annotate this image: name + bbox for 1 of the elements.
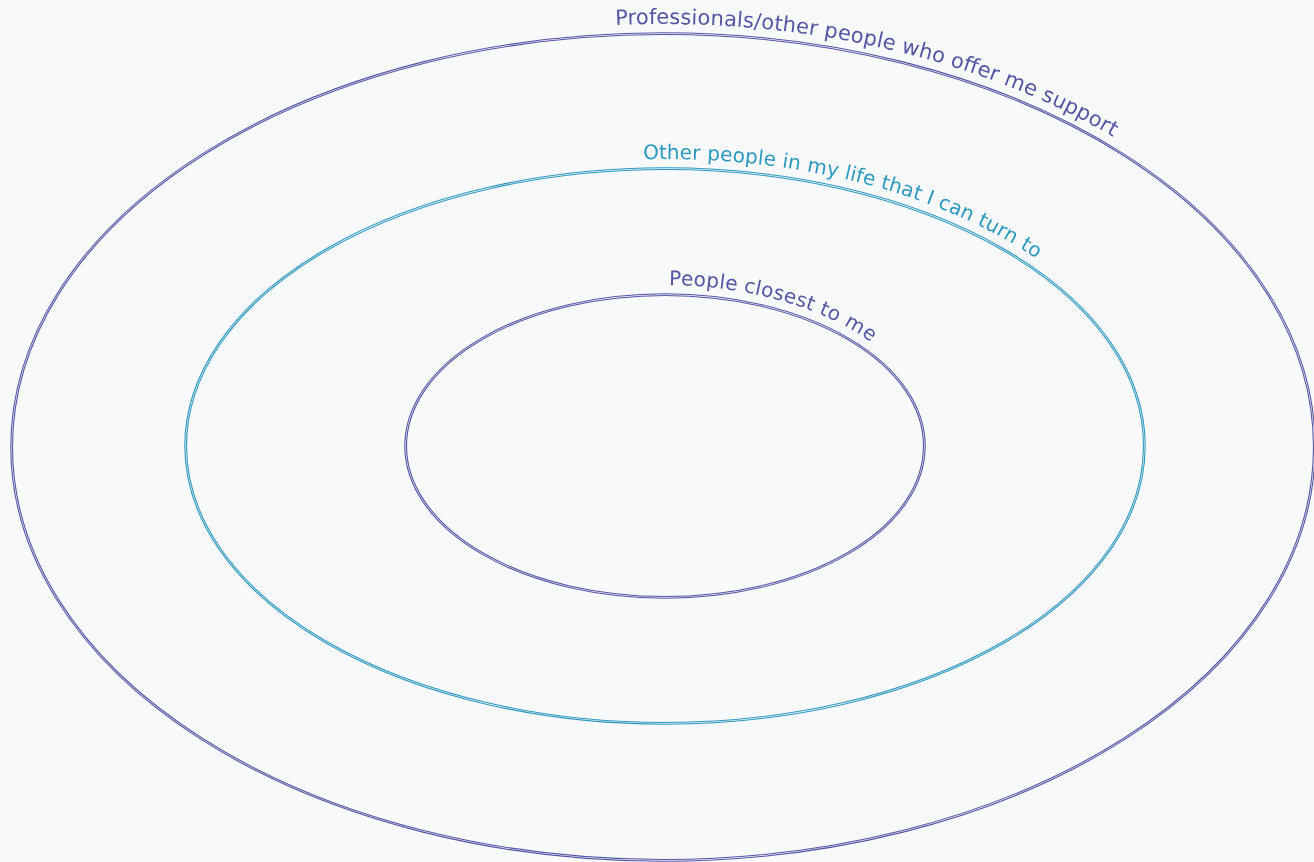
ring-label: People closest to me	[668, 266, 882, 347]
